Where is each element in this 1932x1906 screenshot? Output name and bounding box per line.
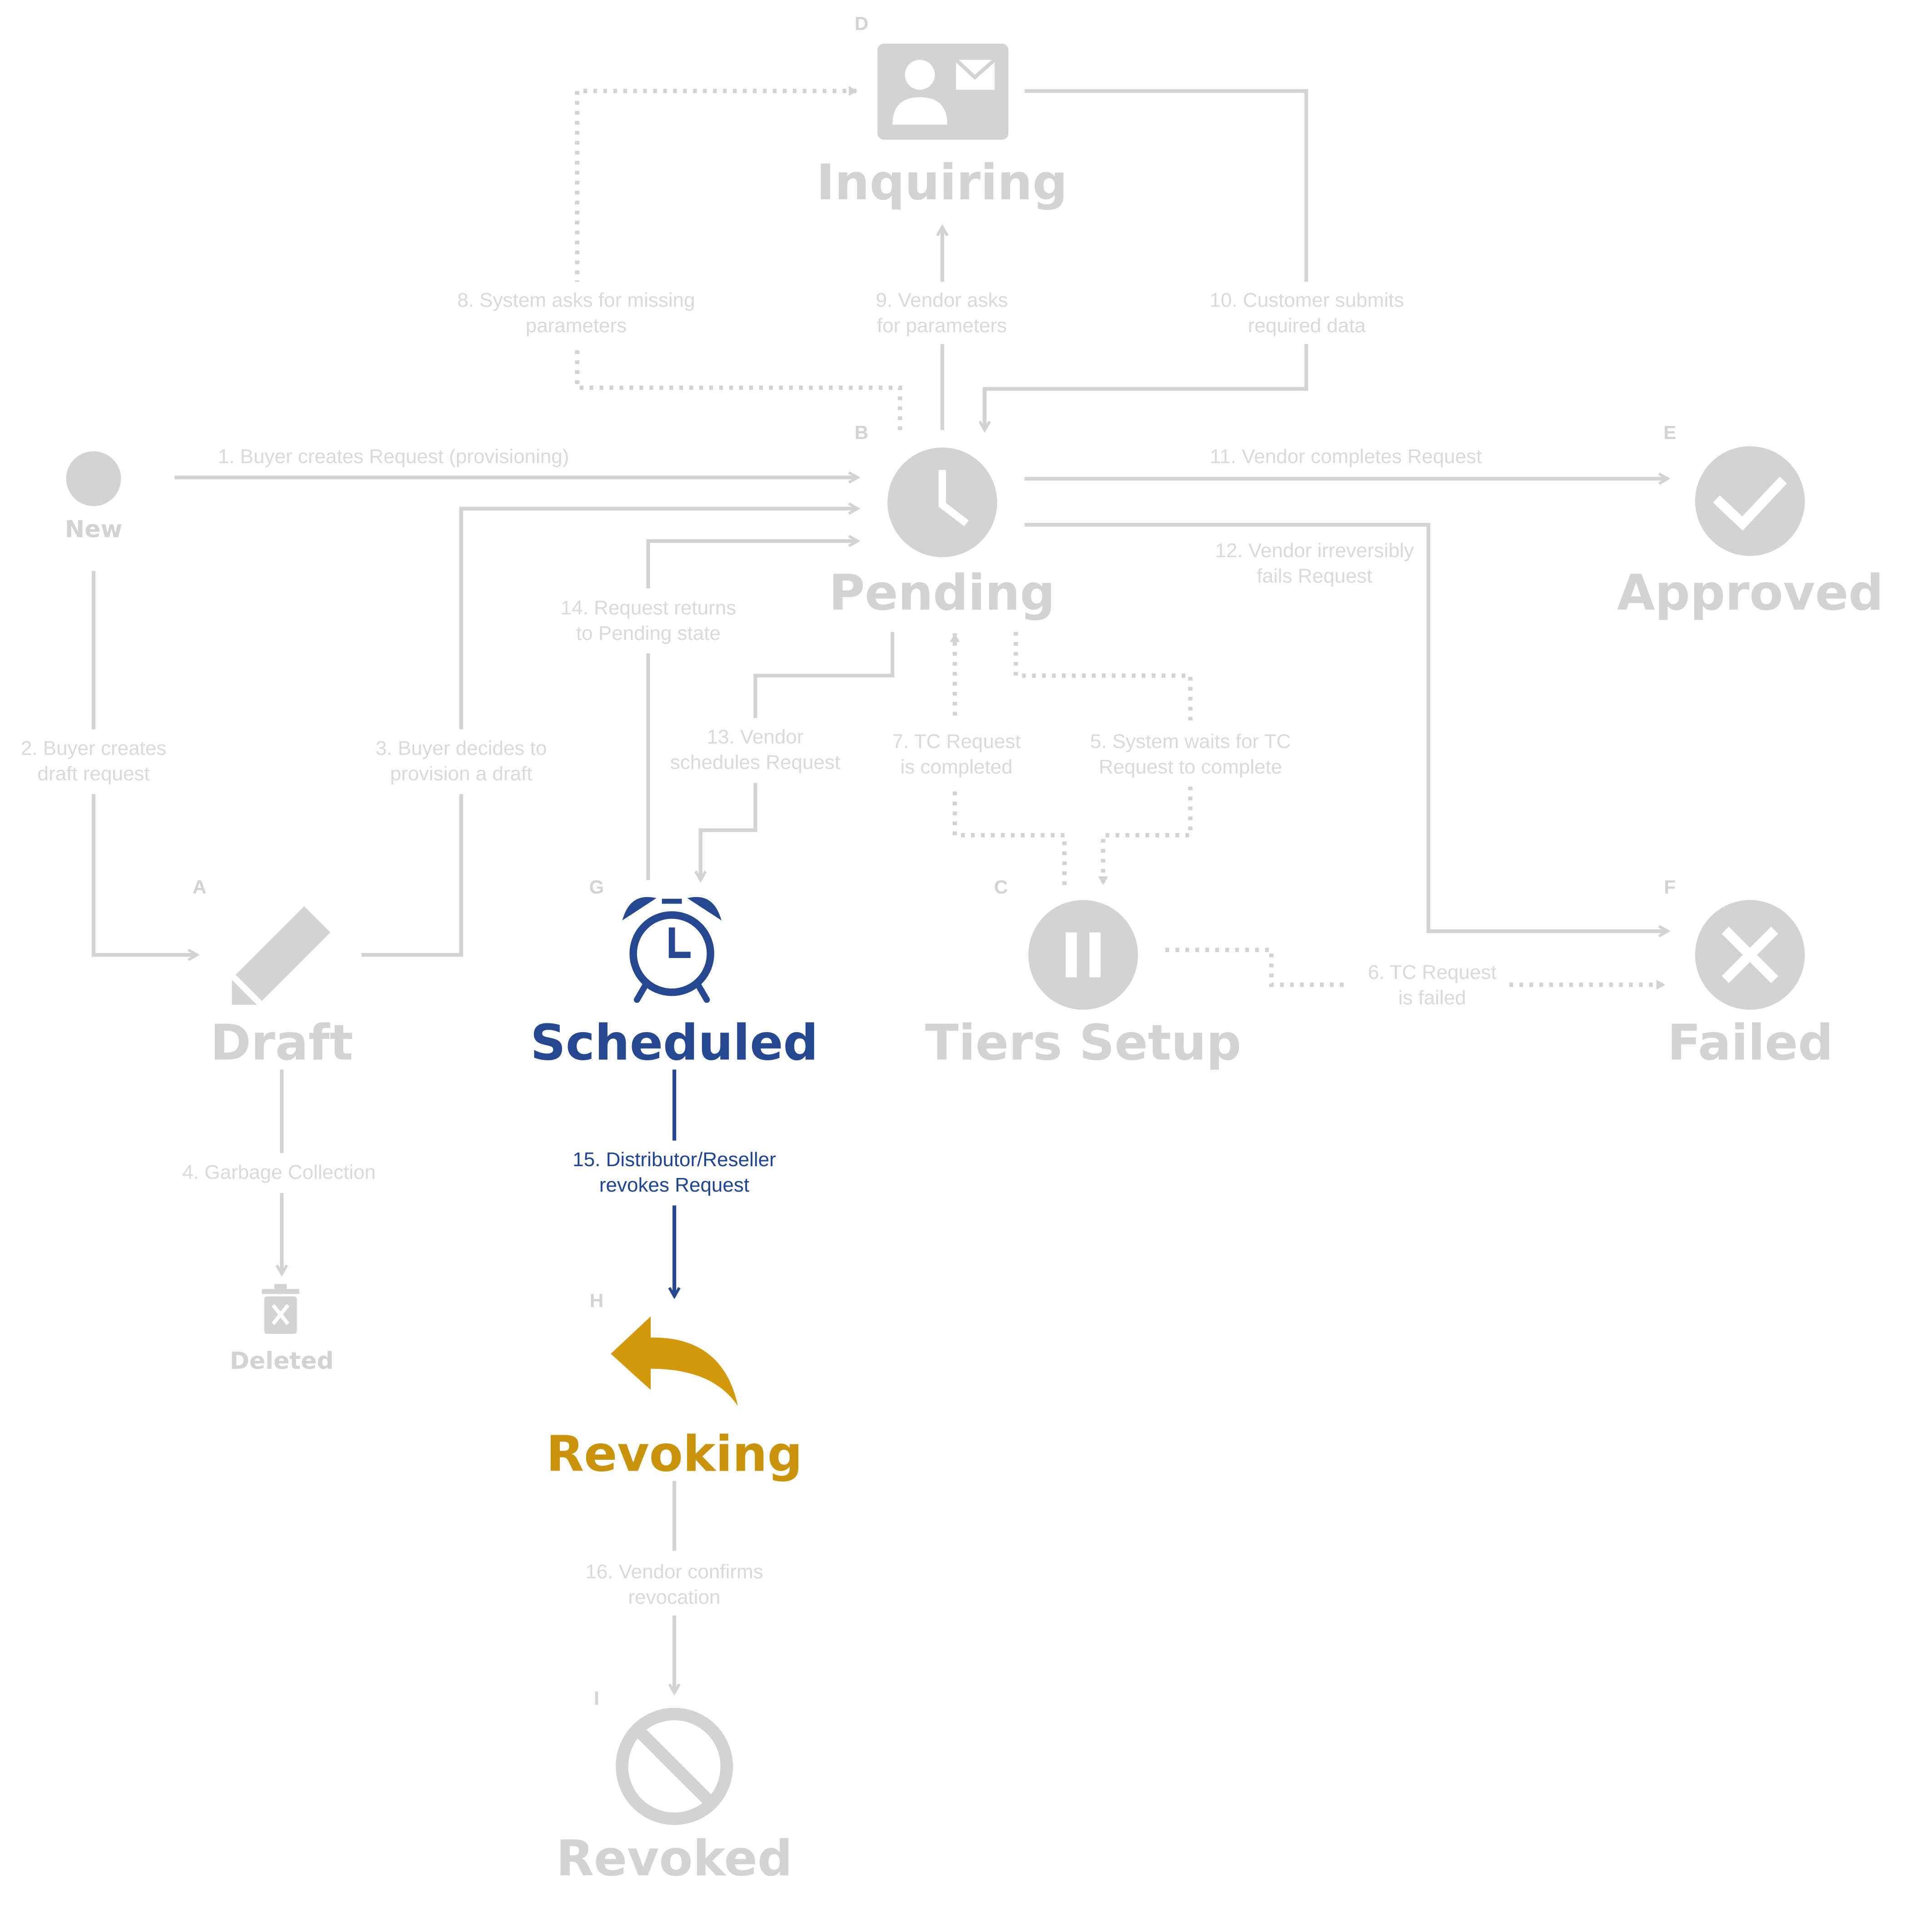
transition-label-16-line-1: 16. Vendor confirms	[585, 1561, 763, 1583]
transition-label-4-line-1: 4. Garbage Collection	[182, 1161, 376, 1183]
check-icon	[1695, 446, 1805, 556]
transition-label-15-line-1: 15. Distributor/Reseller	[573, 1148, 776, 1171]
transition-label-3-line-1: 3. Buyer decides to	[375, 737, 547, 759]
transition-label-1: 1. Buyer creates Request (provisioning)	[218, 444, 569, 469]
transition-label-11-line-1: 11. Vendor completes Request	[1210, 445, 1482, 468]
state-letter-h: H	[589, 1290, 604, 1311]
state-revoked: Revoked	[556, 1830, 793, 1887]
state-failed: Failed	[1667, 1014, 1833, 1072]
state-inquiring: Inquiring	[816, 154, 1068, 211]
state-letter-e: E	[1663, 422, 1677, 443]
transition-label-9-line-1: 9. Vendor asks	[876, 289, 1008, 311]
state-revoking: Revoking	[546, 1426, 803, 1483]
transition-label-5-line-1: 5. System waits for TC	[1090, 730, 1291, 753]
ban-icon	[616, 1707, 733, 1825]
state-pending: Pending	[829, 564, 1055, 622]
edge-10	[985, 89, 1308, 430]
transition-label-4: 4. Garbage Collection	[182, 1160, 376, 1185]
contact-card-icon	[877, 44, 1009, 140]
transition-label-14-line-2: to Pending state	[576, 622, 721, 644]
pause-icon	[1028, 900, 1138, 1010]
transition-label-16-line-2: revocation	[628, 1586, 721, 1608]
transition-label-14: 14. Request returns to Pending state	[561, 595, 736, 646]
transition-label-8-line-2: parameters	[525, 314, 627, 337]
state-letter-i: I	[594, 1687, 599, 1709]
pencil-icon	[232, 906, 331, 1005]
transition-label-3: 3. Buyer decides to provision a draft	[376, 736, 547, 787]
transition-label-13: 13. Vendor schedules Request	[670, 724, 840, 775]
state-letter-g: G	[589, 876, 604, 898]
transition-label-13-line-2: schedules Request	[670, 751, 841, 773]
transition-label-11: 11. Vendor completes Request	[1210, 444, 1482, 469]
transition-label-15-line-2: revokes Request	[599, 1174, 750, 1196]
state-draft: Draft	[210, 1014, 354, 1072]
state-letter-b: B	[854, 422, 869, 443]
edge-2	[91, 571, 197, 955]
transition-label-12-line-1: 12. Vendor irreversibly	[1215, 539, 1414, 562]
transition-label-10-line-2: required data	[1248, 314, 1366, 337]
transition-label-3-line-2: provision a draft	[390, 763, 533, 785]
transition-label-7-line-1: 7. TC Request	[892, 730, 1021, 753]
state-deleted: Deleted	[229, 1347, 334, 1375]
transition-label-2-line-2: draft request	[37, 763, 150, 785]
transition-label-15: 15. Distributor/Reseller revokes Request	[573, 1147, 776, 1198]
state-letter-a: A	[192, 876, 207, 898]
transition-label-16: 16. Vendor confirms revocation	[585, 1559, 763, 1610]
transition-label-2: 2. Buyer creates draft request	[21, 736, 166, 787]
transition-label-10: 10. Customer submits required data	[1210, 288, 1404, 339]
transition-label-8-line-1: 8. System asks for missing	[457, 289, 695, 311]
clock-icon	[887, 447, 997, 558]
transition-label-7: 7. TC Request is completed	[892, 729, 1021, 780]
edge-8	[575, 86, 902, 430]
transition-label-8: 8. System asks for missing parameters	[457, 288, 695, 339]
transition-label-9: 9. Vendor asks for parameters	[876, 288, 1008, 339]
transition-label-5-line-2: Request to complete	[1099, 756, 1282, 778]
state-tiers-setup: Tiers Setup	[925, 1014, 1241, 1072]
label-masks	[17, 281, 1509, 1616]
alarm-clock-icon	[622, 897, 722, 1003]
state-scheduled: Scheduled	[530, 1014, 818, 1072]
state-new: New	[65, 516, 123, 543]
transition-label-10-line-1: 10. Customer submits	[1210, 289, 1404, 311]
state-approved: Approved	[1617, 564, 1884, 622]
dot-icon	[66, 451, 121, 506]
edge-6	[1165, 948, 1665, 990]
transition-label-12: 12. Vendor irreversibly fails Request	[1215, 538, 1414, 589]
transition-label-1-line-1: 1. Buyer creates Request (provisioning)	[218, 445, 569, 468]
transition-label-5: 5. System waits for TC Request to comple…	[1090, 729, 1291, 780]
trash-icon	[262, 1284, 299, 1334]
state-letter-c: C	[994, 876, 1008, 898]
edge-12	[1024, 523, 1668, 931]
x-icon	[1695, 900, 1805, 1010]
transition-label-6-line-2: is failed	[1398, 987, 1466, 1009]
transition-label-14-line-1: 14. Request returns	[560, 597, 737, 619]
edge-14	[646, 541, 858, 880]
revoke-arrow-icon	[611, 1316, 738, 1407]
dotted-connectors	[575, 86, 1665, 990]
transition-label-12-line-2: fails Request	[1256, 565, 1373, 587]
transition-label-7-line-2: is completed	[900, 756, 1013, 778]
transition-label-6-line-1: 6. TC Request	[1368, 961, 1497, 983]
state-letter-d: D	[854, 13, 869, 34]
transition-label-13-line-1: 13. Vendor	[707, 726, 804, 748]
transition-label-2-line-1: 2. Buyer creates	[20, 737, 167, 759]
transition-label-9-line-2: for parameters	[876, 314, 1007, 337]
transition-label-6: 6. TC Request is failed	[1368, 960, 1497, 1011]
state-letter-f: F	[1664, 876, 1676, 898]
